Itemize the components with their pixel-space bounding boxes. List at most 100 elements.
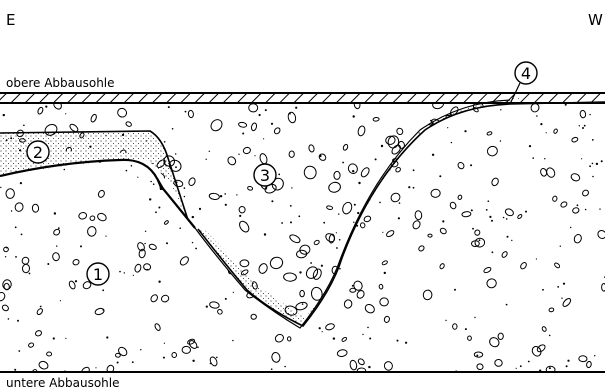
grain xyxy=(298,215,300,217)
grain xyxy=(463,202,465,204)
grain xyxy=(48,303,49,304)
grain xyxy=(428,171,430,173)
pebble xyxy=(432,245,444,257)
pebble xyxy=(119,298,129,307)
pebble xyxy=(148,243,157,250)
grain xyxy=(197,310,199,312)
pebble xyxy=(237,358,244,364)
grain xyxy=(388,179,389,180)
grain xyxy=(447,127,448,128)
grain xyxy=(592,176,594,178)
pebble xyxy=(474,229,481,236)
grain xyxy=(420,107,422,109)
pebble xyxy=(240,260,249,267)
grain xyxy=(413,305,415,307)
pebble xyxy=(182,346,191,353)
pebble xyxy=(238,304,245,312)
grain xyxy=(379,358,381,360)
pebble xyxy=(245,131,250,136)
grain xyxy=(377,300,379,302)
pebble xyxy=(124,262,130,269)
pebble xyxy=(187,338,196,345)
pebble xyxy=(345,209,357,221)
pebble xyxy=(304,166,317,180)
grain xyxy=(24,282,25,283)
grain xyxy=(104,119,105,120)
pebble xyxy=(501,238,511,247)
grain xyxy=(406,194,408,196)
pebble xyxy=(2,279,12,290)
pebble xyxy=(420,157,437,174)
grain xyxy=(413,274,414,275)
grain xyxy=(20,255,21,256)
grain xyxy=(14,113,16,115)
pebble xyxy=(273,127,281,135)
grain xyxy=(117,362,119,364)
pebble xyxy=(442,327,452,336)
grain xyxy=(599,310,600,311)
pebble xyxy=(596,229,605,240)
grain xyxy=(23,125,25,127)
pebble xyxy=(171,293,183,305)
grain xyxy=(220,195,222,197)
pebble xyxy=(541,326,547,332)
grain xyxy=(105,236,106,237)
pebble xyxy=(457,161,465,170)
grain xyxy=(410,321,412,323)
grain xyxy=(451,142,452,143)
pebble xyxy=(313,239,320,245)
grain xyxy=(368,177,370,179)
grain xyxy=(423,207,425,209)
pebble xyxy=(133,323,147,333)
grain xyxy=(271,200,273,202)
grain xyxy=(206,306,208,308)
grain xyxy=(532,157,534,159)
pebble xyxy=(45,326,54,334)
pebble xyxy=(488,336,501,349)
pebble xyxy=(249,104,258,112)
grain xyxy=(352,170,354,172)
pebble xyxy=(37,107,44,115)
pebble xyxy=(5,337,20,353)
pebble xyxy=(569,276,583,289)
grain xyxy=(208,166,210,168)
grain xyxy=(491,262,492,263)
grain xyxy=(56,245,57,246)
grain xyxy=(20,224,22,226)
grain xyxy=(21,234,23,236)
pebble xyxy=(357,358,365,366)
grain xyxy=(38,120,40,122)
grain xyxy=(61,185,63,187)
grain xyxy=(201,246,202,247)
grain xyxy=(290,325,292,327)
grain xyxy=(8,318,10,320)
pebble xyxy=(238,220,251,234)
pebble xyxy=(500,156,509,163)
pebble xyxy=(101,182,116,196)
grain xyxy=(130,200,132,202)
east-label: E xyxy=(6,11,15,29)
pebble xyxy=(13,332,17,338)
grain xyxy=(15,226,17,228)
grain xyxy=(507,249,509,251)
pebble xyxy=(334,171,340,179)
grain xyxy=(343,277,344,278)
pebble xyxy=(408,331,415,340)
grain xyxy=(577,204,579,206)
grain xyxy=(299,271,301,273)
grain xyxy=(256,330,258,332)
pebble xyxy=(397,253,403,261)
grain xyxy=(175,166,177,168)
grain xyxy=(544,158,545,159)
grain xyxy=(175,153,176,154)
grain xyxy=(288,229,289,230)
grain xyxy=(1,195,3,197)
grain xyxy=(579,125,580,126)
grain xyxy=(333,337,335,339)
grain xyxy=(371,289,372,290)
grain xyxy=(79,288,80,289)
pebble xyxy=(324,124,335,132)
grain xyxy=(177,307,179,309)
zone-4-label: 4 xyxy=(521,64,531,83)
pebble xyxy=(531,345,543,358)
